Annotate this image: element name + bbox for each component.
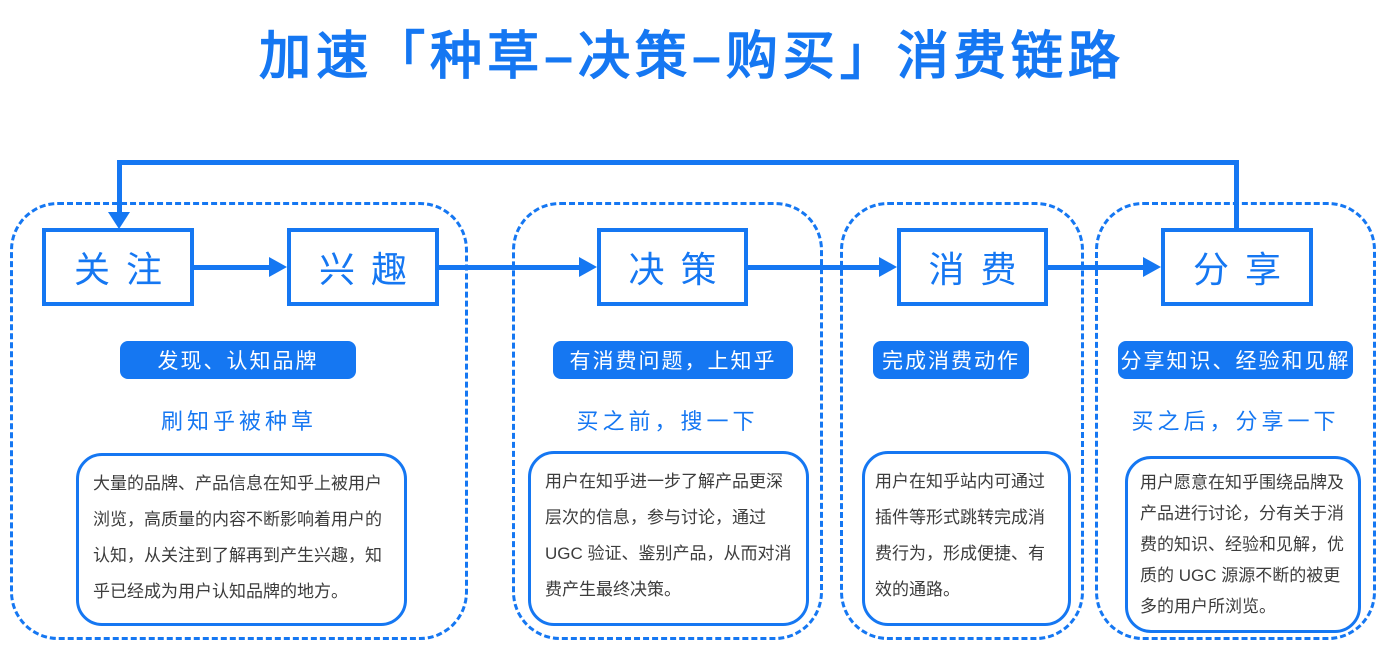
feedback-line-left-vertical [117,160,122,215]
badge-share-knowledge: 分享知识、经验和见解 [1118,341,1353,379]
subtitle-sharing: 买之后，分享一下 [1131,409,1340,434]
description-sharing: 用户愿意在知乎围绕品牌及产品进行讨论，分有关于消费的知识、经验和见解，优质的 U… [1125,456,1361,633]
badge-discover-brands: 发现、认知品牌 [120,341,356,379]
node-interest: 兴趣 [287,228,439,306]
description-awareness: 大量的品牌、产品信息在知乎上被用户浏览，高质量的内容不断影响着用户的认知，从关注… [76,453,407,626]
arrowhead-right-icon [1143,257,1161,277]
page-title: 加速「种草–决策–购买」消费链路 [259,28,1125,86]
node-consume: 消费 [897,228,1048,306]
panel-decision [512,202,823,640]
arrowhead-right-icon [579,257,597,277]
description-consumption: 用户在知乎站内可通过插件等形式跳转完成消费行为，形成便捷、有效的通路。 [862,451,1071,626]
arrowhead-down-icon [108,212,130,229]
arrowhead-right-icon [269,257,287,277]
panel-sharing [1095,202,1376,640]
arrow-shaft [193,265,269,270]
panel-consumption [840,202,1084,640]
badge-consumer-question: 有消费问题，上知乎 [553,341,793,379]
feedback-line-right-vertical [1234,160,1239,228]
panel-awareness [10,202,468,640]
node-decision: 决策 [597,228,748,306]
subtitle-awareness: 刷知乎被种草 [160,409,317,434]
description-decision: 用户在知乎进一步了解产品更深层次的信息，参与讨论，通过 UGC 验证、鉴别产品，… [528,451,809,626]
feedback-line-horizontal [117,160,1239,165]
arrow-shaft [439,265,579,270]
node-follow: 关注 [42,228,194,306]
subtitle-decision: 买之前，搜一下 [576,409,759,434]
badge-complete-purchase: 完成消费动作 [873,341,1029,379]
arrow-shaft [748,265,879,270]
arrow-shaft [1048,265,1143,270]
node-share: 分享 [1161,228,1313,306]
arrowhead-right-icon [879,257,897,277]
